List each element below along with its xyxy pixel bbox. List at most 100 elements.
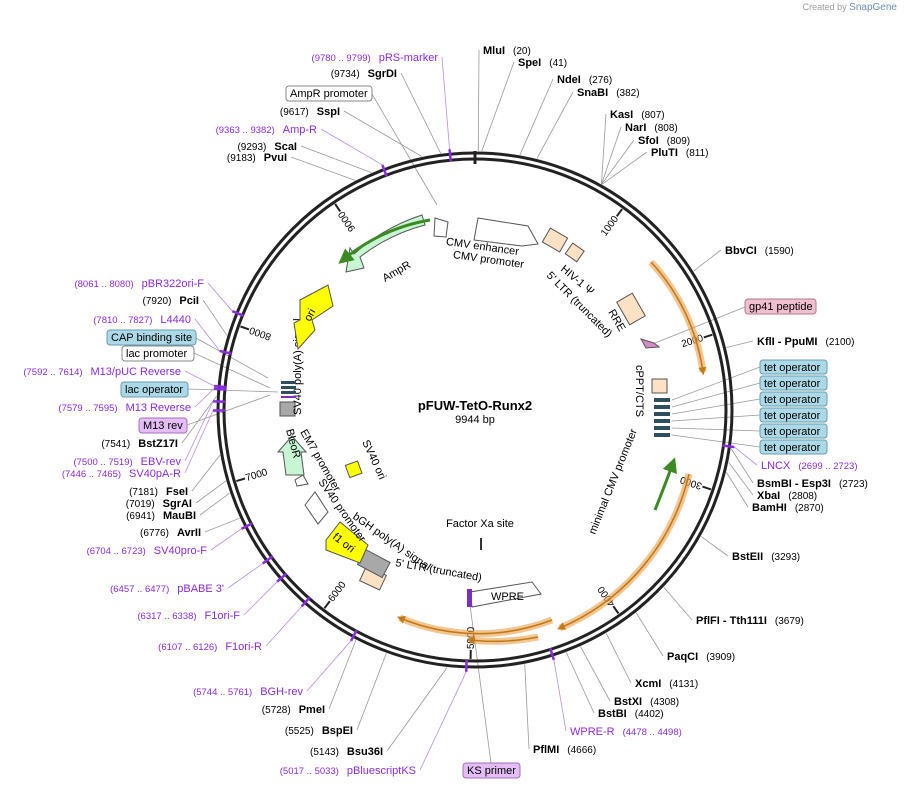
tet-operator-tag[interactable]: tet operator xyxy=(759,423,828,439)
primer-site[interactable] xyxy=(240,522,253,530)
cppt-box[interactable] xyxy=(651,378,668,394)
cmv-promoter-arrow[interactable] xyxy=(433,217,449,238)
primer-name[interactable]: EBV-rev xyxy=(141,456,182,468)
rre-box[interactable] xyxy=(616,292,646,326)
bleor-arrow[interactable] xyxy=(276,435,308,476)
primer-name[interactable]: M13/pUC Reverse xyxy=(91,366,181,378)
enzyme-name[interactable]: KflI - PpuMI xyxy=(757,336,818,348)
sv40-ori-box[interactable] xyxy=(344,460,363,479)
ltr-box-1[interactable] xyxy=(541,227,569,253)
enzyme-name[interactable]: ScaI xyxy=(274,141,297,153)
tet-operator-tag[interactable]: tet operator xyxy=(759,439,828,455)
enzyme-name[interactable]: PluTI xyxy=(651,147,678,159)
primer-site[interactable] xyxy=(213,384,227,389)
primer-site[interactable] xyxy=(300,596,311,608)
primer-site[interactable] xyxy=(549,648,556,661)
enzyme-name[interactable]: MauBI xyxy=(163,510,196,522)
m13-rev-tag[interactable]: M13 rev xyxy=(138,417,188,434)
sv40-polya-box[interactable] xyxy=(279,401,296,417)
enzyme-name[interactable]: BstZ17I xyxy=(138,438,178,450)
primer-site[interactable] xyxy=(231,310,244,317)
tet-operator-tag[interactable]: tet operator xyxy=(759,407,828,423)
enzyme-name[interactable]: PvuI xyxy=(264,152,287,164)
enzyme-name[interactable]: SpeI xyxy=(518,57,541,69)
sv40-promoter-arrow[interactable] xyxy=(304,491,329,525)
enzyme-position: (807) xyxy=(641,110,664,121)
tet-operator-tag[interactable]: tet operator xyxy=(759,375,828,391)
enzyme-name[interactable]: PciI xyxy=(179,295,199,307)
tet-operator-tag[interactable]: tet operator xyxy=(759,391,828,407)
enzyme-name[interactable]: PmeI xyxy=(299,704,325,716)
primer-name[interactable]: F1ori-R xyxy=(225,641,262,653)
ampr-promoter-tag[interactable]: AmpR promoter xyxy=(285,85,373,102)
enzyme-name[interactable]: BstEII xyxy=(732,551,763,563)
ori-label: ori xyxy=(302,307,318,323)
primer-site[interactable] xyxy=(213,387,226,391)
gp41-peptide-tag[interactable]: gp41 peptide xyxy=(744,298,817,315)
enzyme-name[interactable]: MluI xyxy=(483,45,505,57)
enzyme-name[interactable]: PaqCI xyxy=(667,651,698,663)
primer-site[interactable] xyxy=(448,149,452,162)
cap-binding-site-tag[interactable]: CAP binding site xyxy=(106,329,197,346)
tet-operator-stack xyxy=(654,398,670,437)
enzyme-name[interactable]: Bsu36I xyxy=(347,746,383,758)
primer-site[interactable] xyxy=(722,444,735,449)
primer-name[interactable]: SV40pA-R xyxy=(129,468,181,480)
enzyme-name[interactable]: XcmI xyxy=(635,678,661,690)
orf-upper-arrow[interactable] xyxy=(650,261,707,376)
enzyme-name[interactable]: KasI xyxy=(610,109,633,121)
enzyme-name[interactable]: BspEI xyxy=(322,725,353,737)
primer-name[interactable]: L4440 xyxy=(160,314,191,326)
primer-range: (6317 .. 6338) xyxy=(137,611,196,622)
gp41-arrow[interactable] xyxy=(639,338,661,349)
enzyme-name[interactable]: SgrAI xyxy=(163,498,192,510)
primer-name[interactable]: LNCX xyxy=(761,460,791,472)
enzyme-name[interactable]: PflFI - Tth111I xyxy=(696,615,767,627)
f1-ori-arrow[interactable] xyxy=(325,521,369,564)
minimal-cmv-arrow[interactable] xyxy=(653,457,677,511)
em7-arrow[interactable] xyxy=(294,474,309,487)
enzyme-name[interactable]: SnaBI xyxy=(577,87,608,99)
primer-name[interactable]: Amp-R xyxy=(283,124,317,136)
primer-site[interactable] xyxy=(276,572,287,583)
primer-name[interactable]: F1ori-F xyxy=(205,610,241,622)
primer-name[interactable]: pRS-marker xyxy=(379,52,439,64)
primer-site[interactable] xyxy=(349,629,358,642)
enzyme-name[interactable]: FseI xyxy=(166,486,188,498)
enzyme-leader xyxy=(181,396,217,444)
primer-name[interactable]: WPRE-R xyxy=(570,726,615,738)
enzyme-name[interactable]: NarI xyxy=(625,122,646,134)
enzyme-name[interactable]: NdeI xyxy=(557,74,581,86)
primer-site[interactable] xyxy=(261,555,274,565)
enzyme-name[interactable]: BstXI xyxy=(614,696,642,708)
enzyme-name[interactable]: SfoI xyxy=(638,135,659,147)
enzyme-name[interactable]: PflMI xyxy=(533,744,559,756)
orf-right-arrow[interactable] xyxy=(557,473,690,630)
primer-site[interactable] xyxy=(219,349,232,355)
enzyme-name[interactable]: BamHI xyxy=(752,502,787,514)
enzyme-name[interactable]: SgrDI xyxy=(368,68,397,80)
enzyme-name[interactable]: BstBI xyxy=(598,708,627,720)
enzyme-name[interactable]: BbvCI xyxy=(725,245,757,257)
tet-operator-tag[interactable]: tet operator xyxy=(759,359,828,375)
primer-name[interactable]: pBluescriptKS xyxy=(347,765,416,777)
primer-name[interactable]: pBABE 3' xyxy=(177,583,224,595)
ks-primer-tag[interactable]: KS primer xyxy=(462,762,521,779)
orf-inner-arrow[interactable] xyxy=(466,636,539,645)
ks-primer-site[interactable] xyxy=(467,589,472,607)
primer-name[interactable]: BGH-rev xyxy=(260,686,303,698)
lac-operator-tag[interactable]: lac operator xyxy=(120,381,189,398)
ltr-box-2[interactable] xyxy=(564,242,585,263)
primer-name[interactable]: SV40pro-F xyxy=(154,545,207,557)
cmv-enhancer-arrow[interactable] xyxy=(473,217,539,247)
primer-name[interactable]: M13 Reverse xyxy=(126,402,191,414)
lac-promoter-tag[interactable]: lac promoter xyxy=(121,345,195,362)
enzyme-name[interactable]: XbaI xyxy=(757,490,780,502)
orf-bottom-arrow[interactable] xyxy=(397,616,553,635)
primer-site[interactable] xyxy=(381,164,388,177)
ori-arrow[interactable] xyxy=(293,284,334,351)
enzyme-name[interactable]: BsmBI - Esp3I xyxy=(757,478,831,490)
enzyme-name[interactable]: AvrII xyxy=(177,527,201,539)
primer-name[interactable]: pBR322ori-F xyxy=(142,278,205,290)
enzyme-name[interactable]: SspI xyxy=(317,106,340,118)
